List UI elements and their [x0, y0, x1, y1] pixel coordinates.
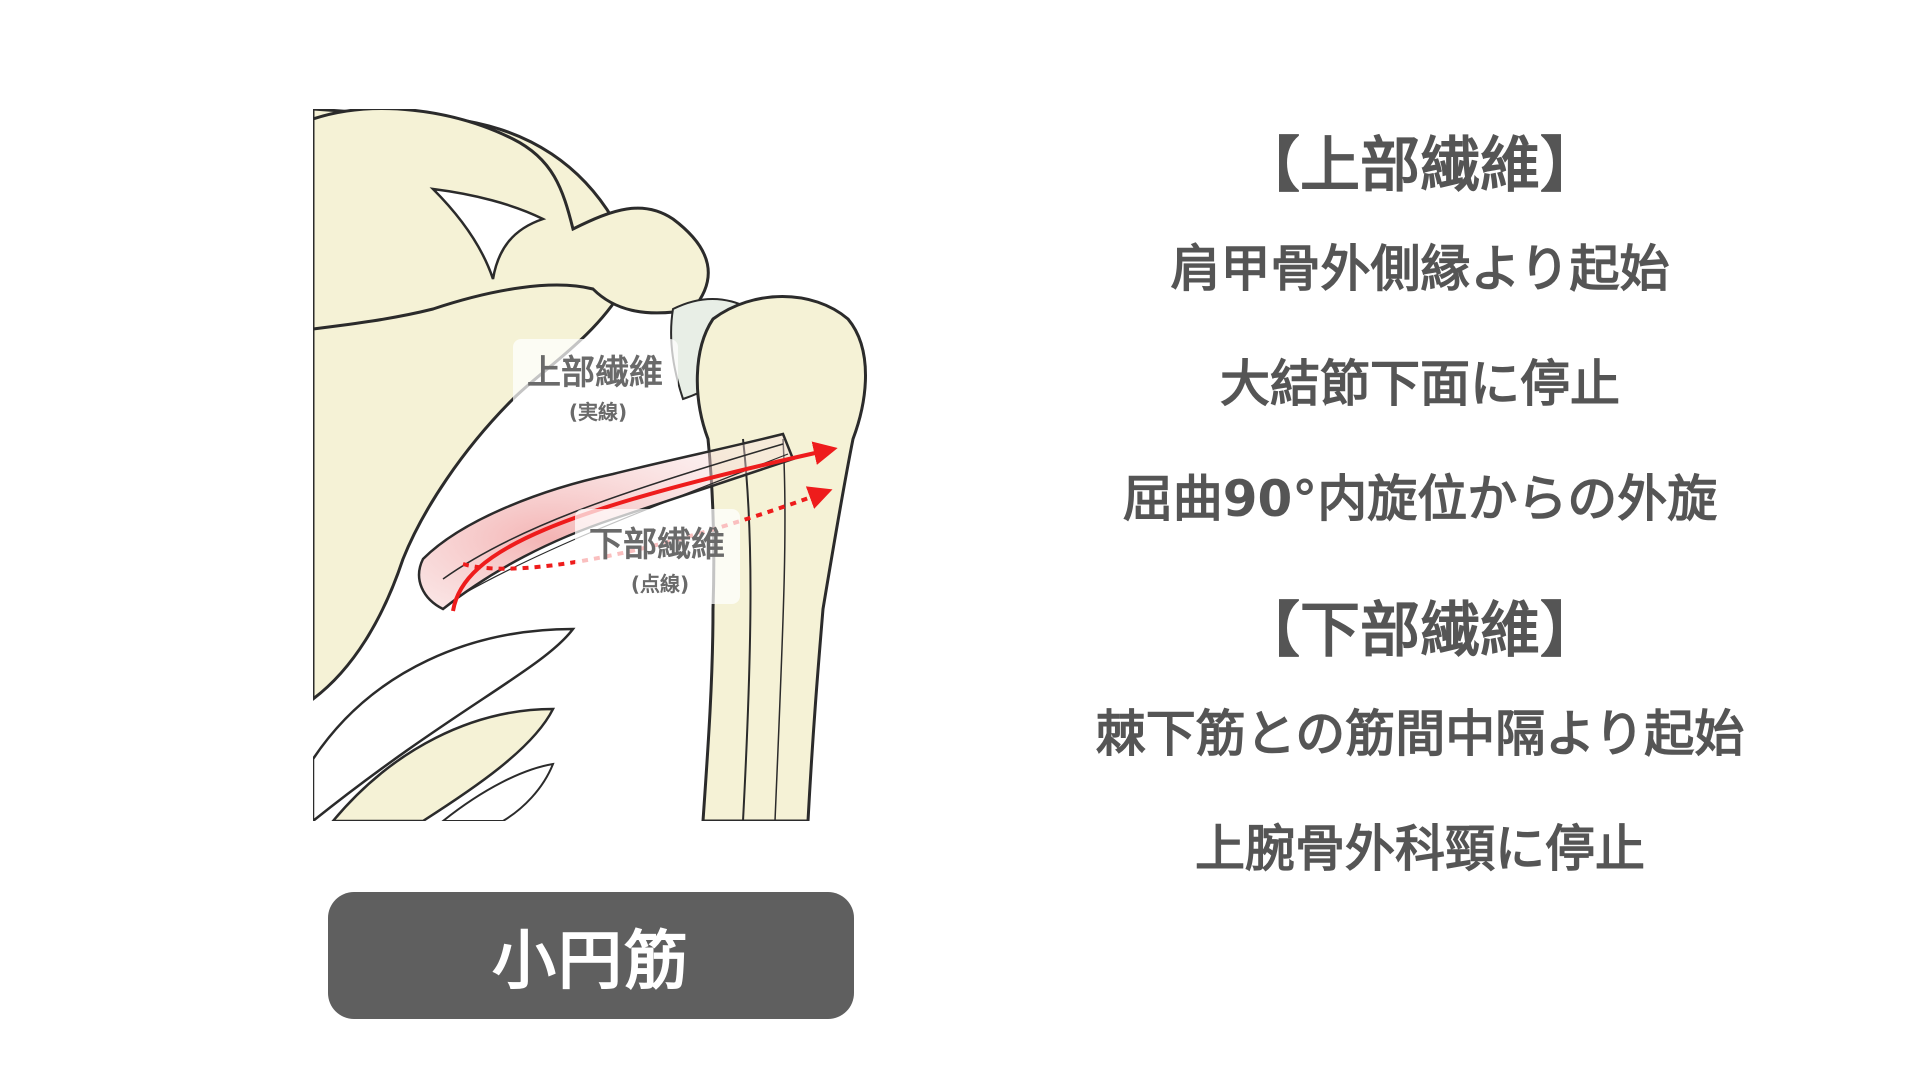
upper-fiber-sublabel: (実線)	[569, 400, 627, 424]
section-lower-fibers: 【下部繊維】 棘下筋との筋間中隔より起始 上腕骨外科頸に停止	[1000, 585, 1840, 907]
rib-1	[313, 627, 576, 821]
lower-label-bg	[575, 509, 740, 604]
teres-minor-muscle	[417, 432, 795, 611]
section-upper-fibers: 【上部繊維】 肩甲骨外側縁より起始 大結節下面に停止 屈曲90°内旋位からの外旋	[1000, 120, 1840, 557]
section-heading: 【下部繊維】	[1240, 596, 1600, 666]
section-line: 大結節下面に停止	[1220, 355, 1620, 413]
rib-3	[441, 762, 555, 821]
rib-2	[331, 707, 556, 821]
lower-fiber-sublabel: (点線)	[631, 572, 689, 596]
section-heading: 【上部繊維】	[1240, 131, 1600, 201]
muscle-fiber-1	[442, 443, 784, 580]
section-line: 上腕骨外科頸に停止	[1195, 820, 1645, 878]
section-line: 棘下筋との筋間中隔より起始	[1095, 705, 1745, 763]
humerus-shaft-line-2	[774, 438, 786, 821]
upper-label-bg	[513, 339, 678, 434]
section-line: 屈曲90°内旋位からの外旋	[1122, 470, 1718, 528]
muscle-name-badge: 小円筋	[328, 892, 854, 1019]
description-panel: 【上部繊維】 肩甲骨外側縁より起始 大結節下面に停止 屈曲90°内旋位からの外旋…	[1000, 120, 1840, 907]
shoulder-diagram: 上部繊維 (実線) 下部繊維 (点線)	[313, 109, 867, 821]
lower-fiber-label: 下部繊維	[589, 525, 725, 565]
upper-fiber-arrow	[451, 441, 838, 612]
muscle-name: 小円筋	[492, 924, 690, 999]
acromion-notch	[429, 187, 547, 280]
shoulder-illustration: 上部繊維 (実線) 下部繊維 (点線)	[313, 109, 915, 821]
upper-fiber-label: 上部繊維	[527, 353, 663, 393]
section-line: 肩甲骨外側縁より起始	[1170, 240, 1670, 298]
